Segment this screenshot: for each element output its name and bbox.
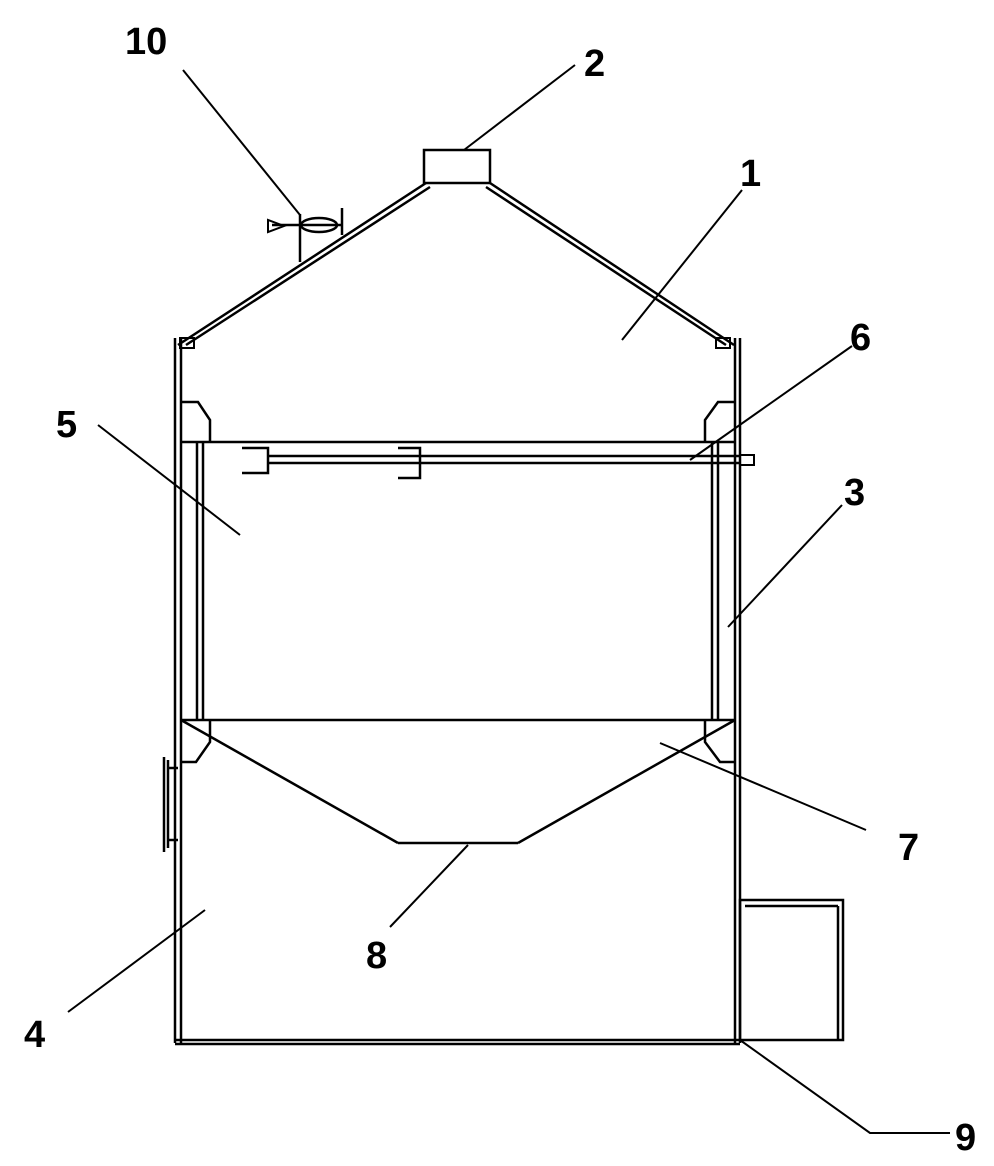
leader-1 [621,189,743,341]
top-hood [177,181,735,349]
tank-walls [173,338,742,1046]
top-outlet [422,148,492,185]
packing-chamber [181,440,735,722]
leader-6 [689,345,853,461]
label-1: 1 [740,153,761,195]
label-8: 8 [366,935,387,977]
valve [267,208,344,262]
label-4: 4 [24,1014,45,1056]
leader-5 [97,424,241,536]
leader-10 [182,69,301,216]
label-6: 6 [850,317,871,359]
upper-right-gusset [703,400,735,442]
lower-right-gusset [703,720,735,764]
spray-pipe [242,446,755,480]
label-7: 7 [898,827,919,869]
leader-9 [739,1039,950,1134]
collecting-funnel [180,718,736,845]
label-9: 9 [955,1117,976,1159]
leader-7 [659,742,867,831]
label-10: 10 [125,21,167,63]
leader-2 [463,64,576,151]
side-inlet-flange [162,757,178,852]
drain-box [738,898,845,1042]
lower-left-gusset [181,720,212,764]
leader-3 [727,504,843,628]
upper-left-gusset [181,400,212,442]
leader-8 [389,844,469,928]
label-3: 3 [844,472,865,514]
leader-4 [67,909,206,1013]
label-2: 2 [584,43,605,85]
label-5: 5 [56,404,77,446]
